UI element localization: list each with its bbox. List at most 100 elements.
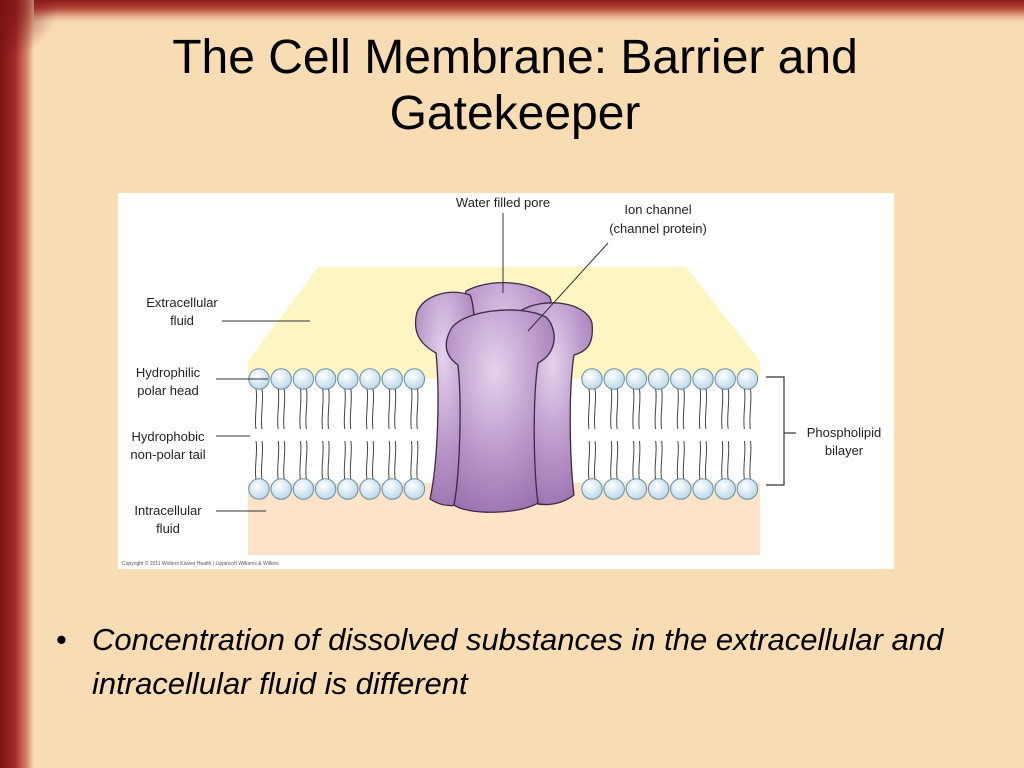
lipid-head (692, 368, 714, 390)
lipid-tail (349, 440, 352, 480)
lipid-head (403, 478, 426, 500)
label-hydrophilic: Hydrophilic (136, 365, 201, 380)
slide-corner-shade (0, 0, 60, 60)
label-water-pore: Water filled pore (456, 195, 550, 210)
lipid-head (381, 368, 403, 390)
lipid-tail (327, 440, 330, 480)
lipid-head (359, 478, 381, 500)
lipid-tail (343, 388, 346, 430)
lipid-heads (248, 368, 759, 500)
membrane-diagram-svg: Water filled pore Ion channel (channel p… (122, 195, 881, 567)
label-ion-channel: Ion channel (624, 202, 691, 217)
label-bilayer: bilayer (825, 443, 864, 458)
lipid-tail (610, 440, 613, 480)
lipid-tail (676, 388, 679, 430)
lipid-tail (283, 388, 286, 430)
lipid-tail (283, 440, 286, 480)
lipid-head (647, 368, 670, 390)
lipid-head (381, 478, 403, 500)
lipid-tail (749, 388, 752, 430)
lipid-tail (721, 440, 724, 480)
lipid-tail (660, 388, 663, 430)
lipid-tail (632, 388, 635, 430)
lipid-tail (676, 440, 679, 480)
slide-title: The Cell Membrane: Barrier and Gatekeepe… (172, 31, 858, 140)
lipid-tail (371, 388, 375, 430)
lipid-head (581, 478, 603, 500)
lipid-tail (654, 388, 657, 430)
lipid-head (647, 478, 670, 500)
lipid-tail (682, 440, 685, 480)
lipid-tail (410, 440, 413, 480)
lipid-head (292, 478, 315, 500)
lipid-head (270, 478, 292, 500)
lipid-head (248, 478, 270, 500)
lipid-head (270, 368, 292, 390)
lipid-head (292, 368, 315, 390)
lipid-head (337, 368, 359, 390)
label-extracellular-fluid: fluid (170, 313, 194, 328)
lipid-head (314, 478, 337, 500)
lipid-tail (321, 388, 324, 430)
label-nonpolar-tail: non-polar tail (130, 447, 205, 462)
lipid-tail (299, 440, 302, 480)
label-intracellular: Intracellular (134, 503, 202, 518)
lipid-tail (388, 388, 391, 430)
lipid-tail (394, 440, 397, 480)
lipid-head (714, 368, 736, 390)
lipid-tail (743, 440, 746, 480)
lipid-tail (321, 440, 324, 480)
lipid-head (314, 368, 337, 390)
bullet-text: Concentration of dissolved substances in… (92, 622, 944, 701)
protein-front-subunit (445, 309, 555, 513)
lipid-tail (743, 388, 746, 430)
lipid-tail (394, 388, 397, 430)
lipid-tail (388, 440, 391, 480)
lipid-tail (698, 388, 702, 430)
lipid-tail (704, 440, 708, 480)
figure-copyright: Copyright © 2011 Wolters Kluwer Health |… (122, 560, 279, 567)
lipid-tail (416, 440, 419, 480)
lipid-tail (254, 388, 258, 430)
bullet-list: • Concentration of dissolved substances … (52, 618, 952, 706)
label-extracellular: Extracellular (146, 295, 218, 310)
lipid-tail (616, 440, 619, 480)
lipid-tail (587, 440, 591, 480)
lipid-tail (593, 388, 597, 430)
lipid-tail (305, 388, 308, 430)
lipid-head (603, 368, 625, 390)
lipid-tail (260, 440, 264, 480)
lipid-tail (277, 440, 280, 480)
lipid-tail (365, 440, 369, 480)
lipid-tail (277, 388, 280, 430)
lipid-tail (654, 440, 657, 480)
lipid-tail (698, 440, 702, 480)
lipid-head (714, 478, 736, 500)
lipid-head (603, 478, 625, 500)
slide-left-border (0, 0, 34, 768)
lipid-head (670, 478, 692, 500)
lipid-head (625, 478, 648, 500)
label-intracellular-fluid: fluid (156, 521, 180, 536)
lipid-tail (632, 440, 635, 480)
lipid-tail (610, 388, 613, 430)
bullet-item: • Concentration of dissolved substances … (52, 618, 952, 706)
lipid-tail (660, 440, 663, 480)
lipid-tail (727, 440, 730, 480)
bilayer-bracket (766, 376, 785, 486)
lipid-tail (254, 440, 258, 480)
channel-protein (414, 282, 594, 513)
lipid-head (736, 478, 759, 500)
label-phospholipid: Phospholipid (807, 425, 881, 440)
membrane-diagram: Water filled pore Ion channel (channel p… (118, 193, 894, 569)
lipid-tail (299, 388, 302, 430)
lipid-tail (260, 388, 264, 430)
slide-top-border (0, 0, 1024, 22)
bullet-symbol: • (56, 622, 67, 657)
lipid-tail (305, 440, 308, 480)
lipid-tail (749, 440, 752, 480)
lipid-head (337, 478, 359, 500)
lipid-tail (616, 388, 619, 430)
label-channel-protein: (channel protein) (609, 221, 707, 236)
lipid-tail (371, 440, 375, 480)
